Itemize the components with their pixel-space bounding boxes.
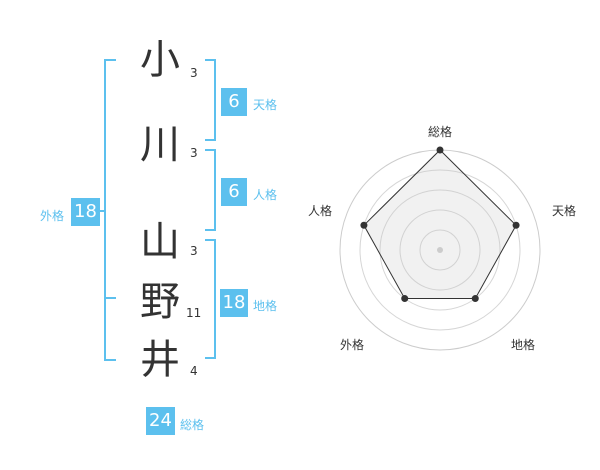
chikaku-label: 地格 xyxy=(253,299,278,313)
radar-center-dot xyxy=(437,247,443,253)
radar-point xyxy=(471,295,479,303)
radar-label-gaikaku: 外格 xyxy=(340,338,365,352)
radar-label-chikaku: 地格 xyxy=(511,338,536,352)
radar-point xyxy=(512,221,520,229)
radar-point xyxy=(436,146,444,154)
stroke-count-4: 11 xyxy=(186,306,202,320)
radar-label-jinkaku: 人格 xyxy=(308,204,333,218)
stroke-count-1: 3 xyxy=(190,66,198,80)
name-char-1: 小 xyxy=(140,37,180,83)
name-char-5: 井 xyxy=(140,337,180,383)
radar-points xyxy=(360,146,520,303)
radar-ring xyxy=(379,189,501,311)
tenkaku-bracket xyxy=(205,59,216,141)
name-char-4: 野 xyxy=(140,279,180,325)
tenkaku-badge: 6 xyxy=(221,88,247,116)
radar-label-tenkaku: 天格 xyxy=(552,204,577,218)
radar-ring xyxy=(399,209,481,291)
jinkaku-label: 人格 xyxy=(253,188,278,202)
radar-ring xyxy=(419,229,461,271)
tenkaku-label: 天格 xyxy=(253,98,278,112)
radar-area xyxy=(363,149,517,299)
gaikaku-badge: 18 xyxy=(71,198,100,226)
stroke-count-3: 3 xyxy=(190,244,198,258)
radar-point xyxy=(360,221,368,229)
gaikaku-label: 外格 xyxy=(40,209,65,223)
chikaku-badge: 18 xyxy=(220,289,248,317)
name-char-2: 川 xyxy=(140,122,180,168)
radar-point xyxy=(401,295,409,303)
chikaku-bracket xyxy=(205,239,216,359)
soukaku-label: 総格 xyxy=(180,418,205,432)
name-char-3: 山 xyxy=(140,219,180,265)
radar-label-soukaku: 総格 xyxy=(428,125,453,139)
jinkaku-badge: 6 xyxy=(221,178,247,206)
jinkaku-bracket xyxy=(205,149,216,231)
stroke-count-2: 3 xyxy=(190,146,198,160)
radar-ring xyxy=(359,169,521,331)
soukaku-badge: 24 xyxy=(146,407,175,435)
stroke-count-5: 4 xyxy=(190,364,198,378)
